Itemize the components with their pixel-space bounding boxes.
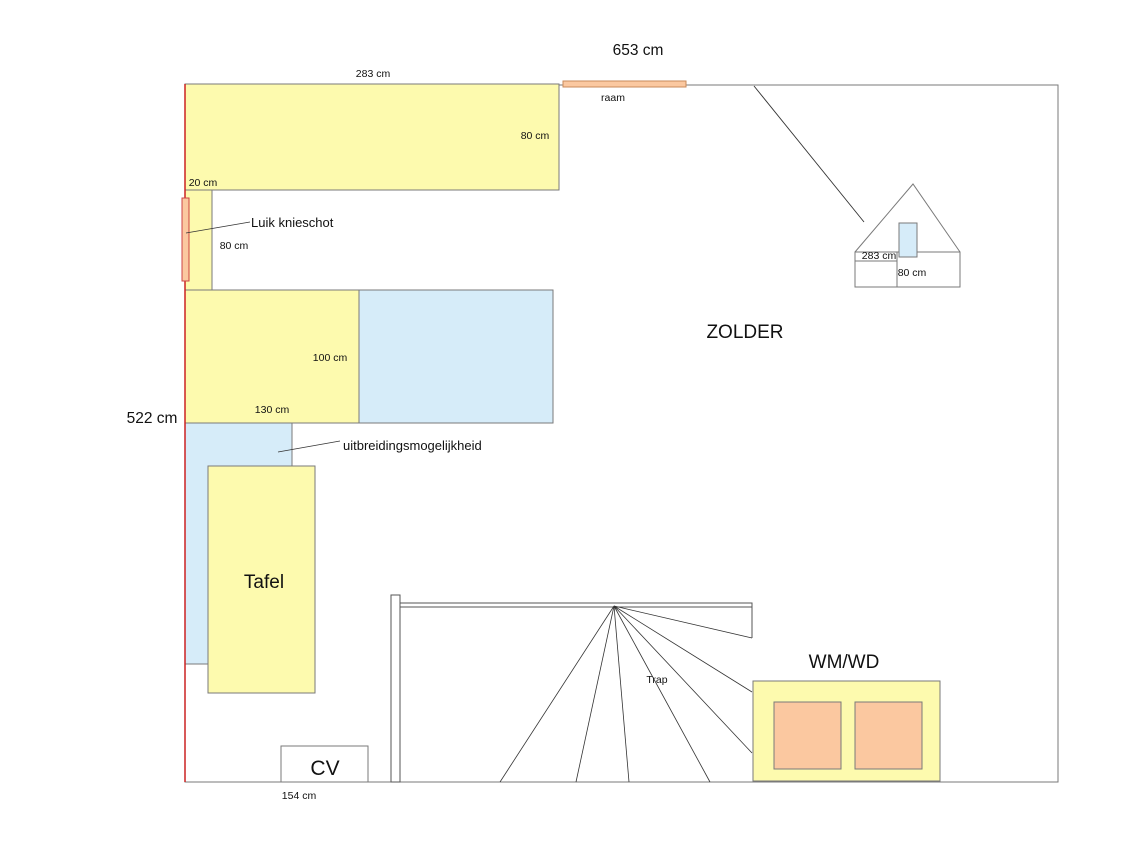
stair-step-line [613, 605, 753, 754]
table [207, 465, 316, 694]
hatch [181, 197, 190, 282]
stair-step-line [613, 605, 753, 693]
cv-label: CV [310, 757, 339, 780]
dormer-sketch [854, 183, 961, 288]
small-height-label: 80 cm [220, 240, 249, 252]
laundry-label: WM/WD [809, 652, 880, 673]
cv-width-label: 154 cm [282, 790, 317, 802]
stair-step-line [613, 605, 753, 639]
total-depth-label: 522 cm [127, 410, 178, 427]
table-label: Tafel [244, 572, 284, 593]
stair-rail [399, 602, 753, 608]
stair-step-line [613, 605, 630, 783]
dormer-dim-b-label: 80 cm [898, 267, 927, 279]
stair-step-line [575, 605, 615, 783]
stairs [390, 594, 753, 783]
stairs-label: Trap [646, 674, 667, 686]
washing-machine [773, 701, 842, 770]
hatch-label: Luik knieschot [251, 215, 334, 230]
middle-depth-label: 100 cm [313, 352, 348, 364]
middle-desk [184, 289, 360, 424]
top-desk [184, 83, 560, 191]
top-desk-depth-label: 80 cm [521, 130, 550, 142]
top-desk-length-label: 283 cm [356, 68, 391, 80]
expansion-area-right [358, 289, 554, 424]
middle-width-label: 130 cm [255, 404, 290, 416]
stair-step-line [613, 605, 711, 783]
expansion-leader [277, 440, 341, 453]
window-label: raam [601, 92, 625, 104]
expansion-label: uitbreidingsmogelijkheid [343, 438, 482, 453]
dormer-dim-a-label: 283 cm [862, 250, 897, 262]
window [562, 80, 687, 88]
dryer [854, 701, 923, 770]
stair-post [390, 594, 401, 783]
cv-heater [280, 745, 369, 783]
room-label: ZOLDER [706, 322, 783, 343]
stair-step-line [499, 605, 615, 783]
small-width-label: 20 cm [189, 177, 218, 189]
dormer-roof [854, 183, 961, 253]
dormer-leader [753, 85, 865, 223]
dormer-window [898, 222, 918, 258]
total-width-label: 653 cm [613, 42, 664, 59]
hatch-leader [185, 221, 251, 234]
